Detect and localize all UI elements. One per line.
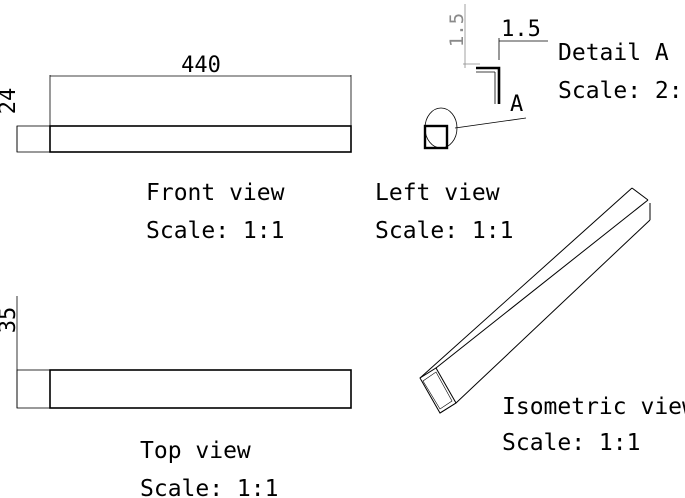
height-dimension-value: 24 <box>0 88 21 115</box>
detail-scale: Scale: 2:1 <box>558 78 685 104</box>
wall-vertical-dimension-value: 1.5 <box>446 13 468 47</box>
isometric-edge-inner <box>439 402 457 414</box>
isometric-edge-upper <box>435 199 649 369</box>
isometric-view-title: Isometric view <box>502 394 685 420</box>
detail-title: Detail A <box>558 40 669 66</box>
front-view-end-face <box>16 125 51 153</box>
depth-dimension-value: 35 <box>0 307 21 334</box>
detail-a-view: 1.5 1.5 Detail A Scale: 2:1 <box>446 4 685 104</box>
left-view-scale: Scale: 1:1 <box>375 218 513 244</box>
top-view-title: Top view <box>140 438 251 464</box>
left-view-title: Left view <box>375 180 500 206</box>
isometric-end-inner <box>422 371 453 410</box>
detail-callout-label: A <box>510 92 523 117</box>
top-view-scale: Scale: 1:1 <box>140 476 278 498</box>
wall-horizontal-dimension-value: 1.5 <box>501 17 541 42</box>
isometric-view-scale: Scale: 1:1 <box>502 430 640 456</box>
isometric-edge-top <box>419 187 633 379</box>
front-view-scale: Scale: 1:1 <box>146 218 284 244</box>
left-view-section <box>423 124 449 150</box>
isometric-view <box>419 187 651 414</box>
top-view-end-face <box>16 369 51 409</box>
length-dimension-value: 440 <box>181 53 221 78</box>
front-view-title: Front view <box>146 180 285 206</box>
front-view: 440 24 Front view Scale: 1:1 <box>0 53 352 244</box>
top-view: 35 Top view Scale: 1:1 <box>0 296 352 498</box>
isometric-edge-lower <box>455 219 651 404</box>
isometric-edge-back <box>631 187 649 201</box>
detail-circle <box>424 107 458 149</box>
detail-corner-profile <box>476 66 501 104</box>
top-view-profile <box>49 369 352 409</box>
left-view: A Left view Scale: 1:1 <box>375 92 527 244</box>
front-view-profile <box>49 125 352 153</box>
detail-leader <box>454 117 527 129</box>
